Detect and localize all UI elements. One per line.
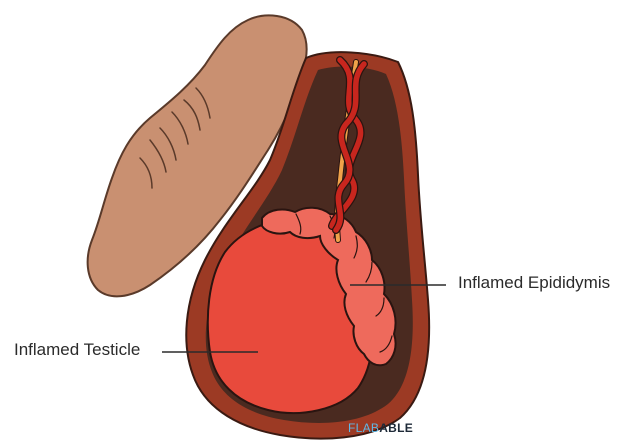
watermark-part-1: FLAB (348, 421, 379, 435)
epididymis-label: Inflamed Epididymis (458, 273, 610, 293)
watermark-logo: FLABABLE (348, 421, 413, 435)
testicle-label: Inflamed Testicle (14, 340, 140, 360)
watermark-part-2: ABLE (379, 421, 413, 435)
